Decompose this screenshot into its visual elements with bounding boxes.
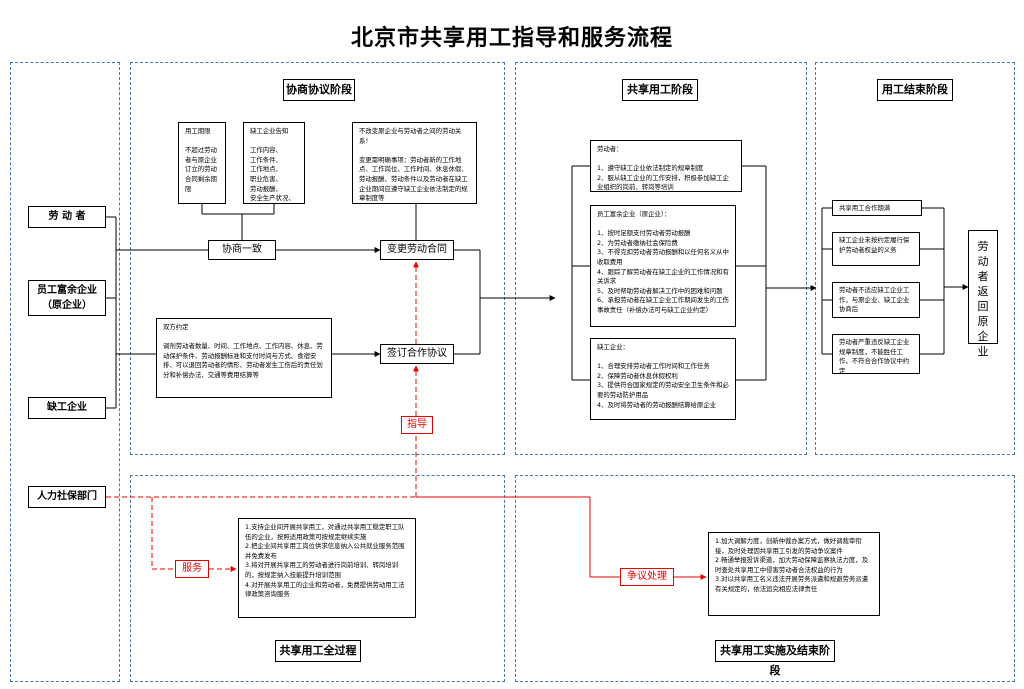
end-frame bbox=[815, 62, 1015, 455]
surplus-duties-box: 员工富余企业（原企业）： 1、按时足额支付劳动者劳动报酬 2、为劳动者缴纳社会保… bbox=[590, 205, 736, 327]
shortage-duties-box: 缺工企业： 1、合理安排劳动者工作时间和工作任务 2、保障劳动者休息休假权利 3… bbox=[590, 338, 736, 420]
negotiation-frame bbox=[130, 62, 505, 455]
both-agree-box: 双方约定 调剂劳动者数量、时间、工作地点、工作内容、休息、劳动保护条件、劳动报酬… bbox=[156, 318, 332, 398]
guide-label: 指导 bbox=[401, 416, 433, 434]
shortage-inform-box: 缺工企业告知 工作内容、 工作条件、 工作地点、 职业危害、 劳动报酬、 安全生… bbox=[243, 122, 305, 204]
stage-header-sharing: 共享用工阶段 bbox=[622, 79, 698, 101]
no-fit-box: 劳动者不适应缺工企业工作，与原企业、缺工企业协商后 bbox=[832, 282, 920, 318]
violation-box: 劳动者严重违反缺工企业规章制度，不能胜任工作，不符合合作协议中约定 bbox=[832, 334, 920, 374]
service-measures-box: 1.支持企业间开展共享用工，对通过共享用工稳定职工队伍的企业，按照适用政策可按规… bbox=[238, 518, 416, 618]
no-change-box: 不改变原企业与劳动者之间的劳动关系！ 变更需明确事项：劳动者新的工作地点、工作岗… bbox=[352, 122, 477, 204]
stage-header-implementation: 共享用工实施及结束阶段 bbox=[715, 640, 835, 677]
sharing-frame bbox=[515, 62, 807, 455]
implementation-frame bbox=[515, 475, 1015, 682]
change-contract-box: 变更劳动合同 bbox=[380, 240, 454, 260]
no-need-box: 缺工企业未按约定履行保护劳动者权益的义务 bbox=[832, 232, 920, 266]
return-box: 劳 动 者 返 回 原 企 业 bbox=[968, 230, 998, 358]
agree-box: 协商一致 bbox=[208, 240, 276, 260]
parties-frame bbox=[10, 62, 120, 682]
expiry-box: 共享用工合作期满 bbox=[832, 200, 922, 216]
stage-header-negotiation: 协商协议阶段 bbox=[283, 79, 355, 101]
dispute-label: 争议处理 bbox=[620, 568, 674, 586]
party-surplus-enterprise: 员工富余企业 （原企业） bbox=[28, 280, 106, 316]
party-hr-department: 人力社保部门 bbox=[28, 486, 106, 508]
dispute-measures-box: 1.加大调解力度，创新仲裁办案方式，做好调裁审衔接，及时处理因共享用工引发的劳动… bbox=[708, 532, 880, 616]
page-title: 北京市共享用工指导和服务流程 bbox=[350, 26, 673, 51]
party-shortage-enterprise: 缺工企业 bbox=[28, 397, 106, 419]
whole-process-frame bbox=[130, 475, 505, 682]
stage-header-whole-process: 共享用工全过程 bbox=[275, 640, 361, 662]
sign-agreement-box: 签订合作协议 bbox=[380, 344, 454, 364]
stage-header-end: 用工结束阶段 bbox=[877, 79, 953, 101]
period-box: 用工期限 不超过劳动者与原企业订立的劳动合同剩余期限 bbox=[178, 122, 226, 204]
worker-duties-box: 劳动者： 1、遵守缺工企业依法制定的规章制度 2、服从缺工企业的工作安排，积极参… bbox=[590, 140, 742, 192]
service-label: 服务 bbox=[175, 560, 209, 578]
party-worker: 劳 动 者 bbox=[28, 206, 106, 228]
